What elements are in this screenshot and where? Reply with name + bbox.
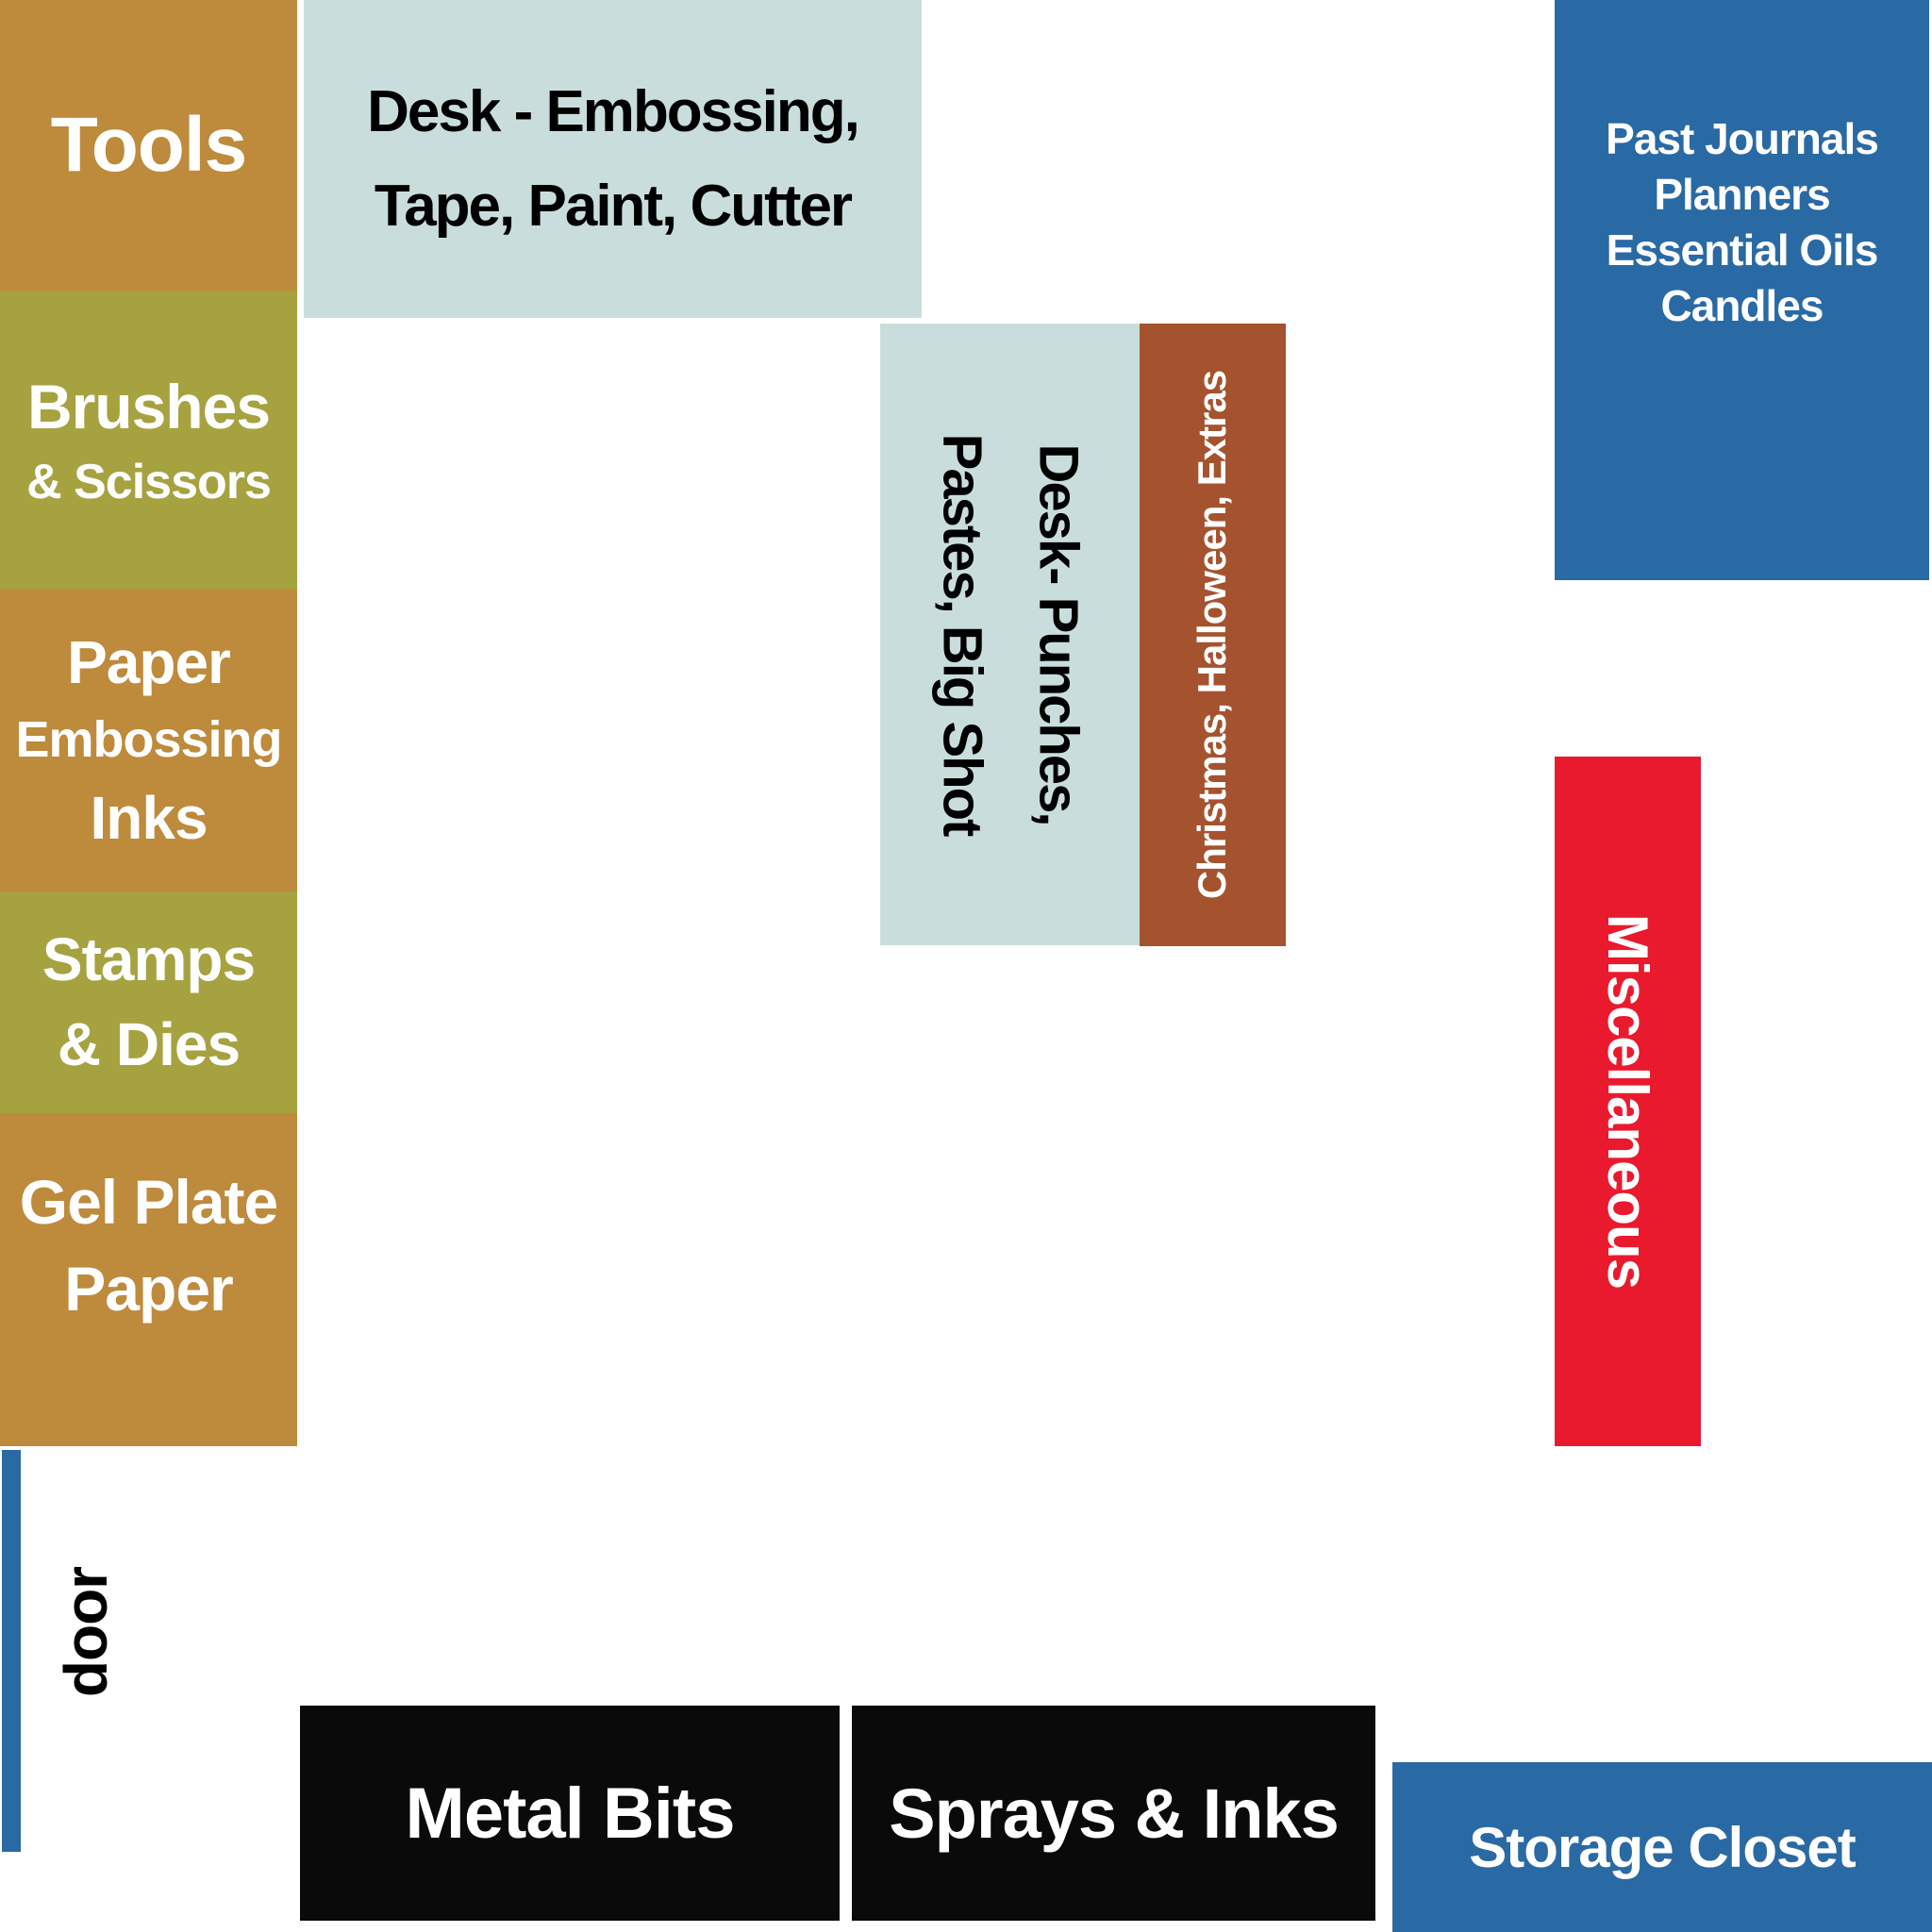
area-brushes-scissors: Brushes & Scissors	[0, 291, 297, 590]
area-stamps-line1: Stamps	[42, 924, 256, 993]
area-storage-closet-label: Storage Closet	[1469, 1815, 1856, 1879]
area-sprays-inks: Sprays & Inks	[852, 1706, 1375, 1921]
area-metal-bits: Metal Bits	[300, 1706, 840, 1921]
area-paper-line3: Inks	[90, 783, 208, 852]
door-strip	[2, 1450, 21, 1852]
area-brushes-line2: & Scissors	[26, 454, 272, 509]
area-tools: Tools	[0, 0, 297, 291]
area-desk-punches: Desk- Punches, Pastes, Big Shot	[880, 324, 1140, 945]
area-seasonal: Christmas, Halloween, Extras	[1140, 324, 1286, 946]
area-stamps-line2: & Dies	[57, 1009, 241, 1078]
area-desk-punches-text: Desk- Punches, Pastes, Big Shot	[914, 434, 1106, 836]
area-seasonal-label: Christmas, Halloween, Extras	[1190, 370, 1235, 900]
area-desk-punches-line1: Desk- Punches,	[1027, 443, 1089, 825]
area-gel-line1: Gel Plate	[19, 1167, 278, 1237]
area-paper-embossing-inks: Paper Embossing Inks	[0, 590, 297, 891]
area-brushes-line1: Brushes	[26, 371, 271, 441]
area-journals-line3: Essential Oils	[1606, 225, 1879, 275]
area-stamps-dies: Stamps & Dies	[0, 891, 297, 1113]
area-tools-label: Tools	[50, 102, 248, 188]
door-label: door	[25, 1530, 147, 1733]
area-journals-line2: Planners	[1654, 170, 1830, 219]
area-miscellaneous: Miscellaneous	[1555, 757, 1701, 1446]
area-gel-plate-paper: Gel Plate Paper	[0, 1113, 297, 1446]
area-paper-line2: Embossing	[15, 711, 282, 769]
area-metal-bits-label: Metal Bits	[405, 1773, 736, 1854]
area-desk-punches-line2: Pastes, Big Shot	[931, 433, 993, 836]
area-desk-embossing-line2: Tape, Paint, Cutter	[374, 173, 853, 239]
area-journals-line1: Past Journals	[1606, 114, 1879, 163]
area-journals-line4: Candles	[1660, 281, 1824, 330]
area-sprays-inks-label: Sprays & Inks	[889, 1774, 1339, 1853]
area-storage-closet: Storage Closet	[1392, 1762, 1932, 1932]
area-paper-line1: Paper	[67, 627, 231, 696]
area-journals: Past Journals Planners Essential Oils Ca…	[1555, 0, 1929, 580]
area-gel-line2: Paper	[64, 1254, 233, 1324]
area-miscellaneous-label: Miscellaneous	[1596, 913, 1659, 1290]
area-desk-embossing: Desk - Embossing, Tape, Paint, Cutter	[304, 0, 922, 318]
area-desk-embossing-line1: Desk - Embossing,	[367, 79, 860, 145]
door-label-text: door	[52, 1566, 120, 1697]
